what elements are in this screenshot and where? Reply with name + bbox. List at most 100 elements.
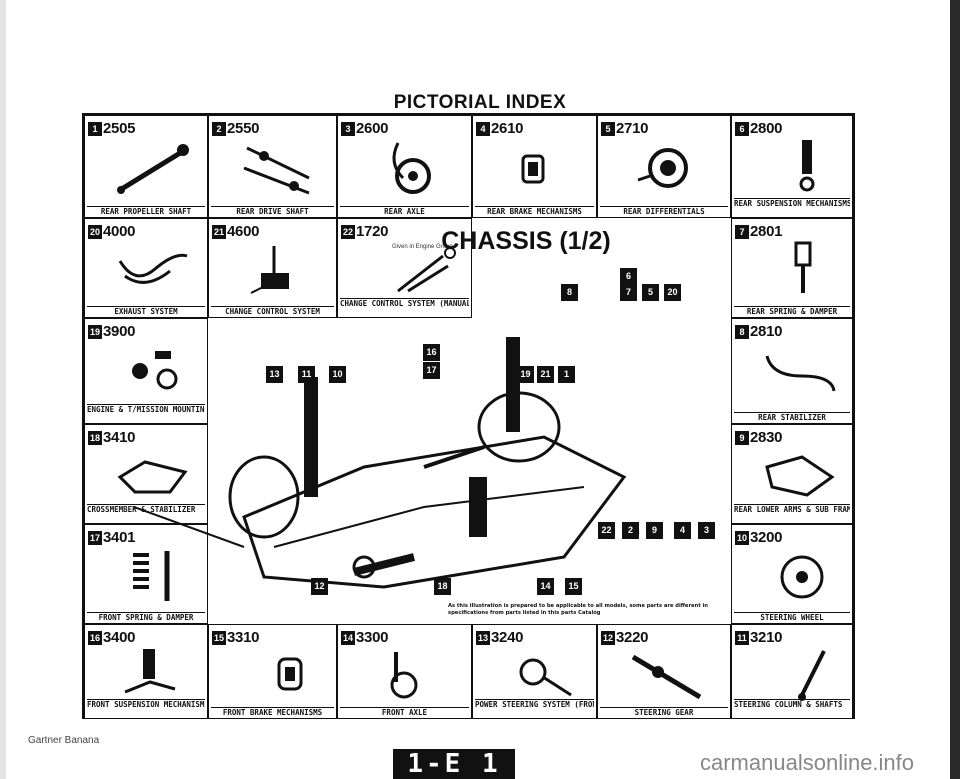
- cell-code: 3310: [227, 629, 260, 646]
- callout-badge: 2: [622, 522, 639, 539]
- steering-column-icon: [798, 650, 826, 701]
- page-binding-edge: [950, 0, 960, 779]
- cell-caption: CHANGE CONTROL SYSTEM (MANUAL TRANSMISSI…: [340, 298, 469, 316]
- cell-code: 3410: [103, 429, 136, 446]
- cell-caption: REAR BRAKE MECHANISMS: [475, 206, 594, 216]
- cell-badge: 16: [88, 630, 102, 645]
- cell-badge: 14: [341, 630, 355, 645]
- cell-badge: 2: [212, 121, 226, 136]
- drive-shaft-icon: [243, 146, 310, 195]
- cell-badge: 10: [735, 530, 749, 545]
- footer-credit: Gartner Banana: [28, 735, 100, 746]
- cell-code: 2710: [616, 120, 649, 137]
- differential-icon: [637, 148, 688, 188]
- cell-badge: 7: [735, 224, 749, 239]
- cell-badge: 12: [601, 630, 615, 645]
- cell-code: 2800: [750, 120, 783, 137]
- callout-badge: 3: [698, 522, 715, 539]
- cell-caption: POWER STEERING SYSTEM (FRONT): [475, 699, 594, 717]
- cell-code: 2801: [750, 223, 783, 240]
- callout-badge: 13: [266, 366, 283, 383]
- shift-lever-icon: [250, 246, 289, 294]
- section-title: CHASSIS (1/2): [441, 227, 611, 255]
- callout-badge: 7: [620, 284, 637, 301]
- propeller-shaft-icon: [117, 144, 189, 194]
- callout-badge: 21: [537, 366, 554, 383]
- cell-badge: 6: [735, 121, 749, 136]
- cell-badge: 13: [476, 630, 490, 645]
- rear-suspension-icon: [799, 140, 815, 192]
- cell-badge: 11: [735, 630, 749, 645]
- brake-caliper-icon: [521, 154, 545, 184]
- given-in-engine-note: Given in Engine Group: [392, 244, 453, 250]
- cell-code: 3300: [356, 629, 389, 646]
- cell-code: 2600: [356, 120, 389, 137]
- cell-code: 3401: [103, 529, 136, 546]
- cell-badge: 19: [88, 324, 102, 339]
- callout-badge: 15: [565, 578, 582, 595]
- callout-badge: 1: [558, 366, 575, 383]
- cell-code: 3210: [750, 629, 783, 646]
- cell-code: 2810: [750, 323, 783, 340]
- cell-code: 2505: [103, 120, 136, 137]
- cell-code: 2610: [491, 120, 524, 137]
- cell-caption: REAR SPRING & DAMPER: [734, 306, 850, 316]
- cell-caption: CHANGE CONTROL SYSTEM: [211, 306, 334, 316]
- cell-caption: FRONT SPRING & DAMPER: [87, 612, 205, 622]
- callout-badge: 12: [311, 578, 328, 595]
- front-axle-icon: [390, 652, 418, 699]
- callout-badge: 10: [329, 366, 346, 383]
- callout-badge: 5: [642, 284, 659, 301]
- power-steering-pump-icon: [519, 658, 572, 697]
- cell-caption: STEERING GEAR: [600, 707, 728, 717]
- cell-code: 1720: [356, 223, 389, 240]
- callout-badge: 17: [423, 362, 440, 379]
- cell-code: 4600: [227, 223, 260, 240]
- callout-badge: 8: [561, 284, 578, 301]
- cell-code: 3240: [491, 629, 524, 646]
- cell-caption: REAR LOWER ARMS & SUB FRAME: [734, 504, 850, 522]
- cell-badge: 18: [88, 430, 102, 445]
- applicability-note: As this illustration is prepared to be a…: [448, 603, 708, 616]
- rear-axle-icon: [392, 142, 431, 194]
- cell-caption: EXHAUST SYSTEM: [87, 306, 205, 316]
- steering-gear-icon: [631, 654, 702, 700]
- cell-caption: REAR DIFFERENTIALS: [600, 206, 728, 216]
- watermark: carmanualsonline.info: [700, 750, 915, 775]
- cell-badge: 17: [88, 530, 102, 545]
- front-brake-icon: [277, 657, 303, 691]
- rear-spring-damper-icon: [794, 241, 812, 293]
- cell-badge: 15: [212, 630, 226, 645]
- callout-badge: 11: [298, 366, 315, 383]
- stabilizer-bar-icon: [765, 355, 836, 392]
- cell-code: 3900: [103, 323, 136, 340]
- cell-caption: STEERING COLUMN & SHAFTS: [734, 699, 850, 717]
- cell-code: 3400: [103, 629, 136, 646]
- page-title: PICTORIAL INDEX: [393, 92, 567, 113]
- cell-badge: 21: [212, 224, 226, 239]
- crossmember-icon: [117, 460, 188, 494]
